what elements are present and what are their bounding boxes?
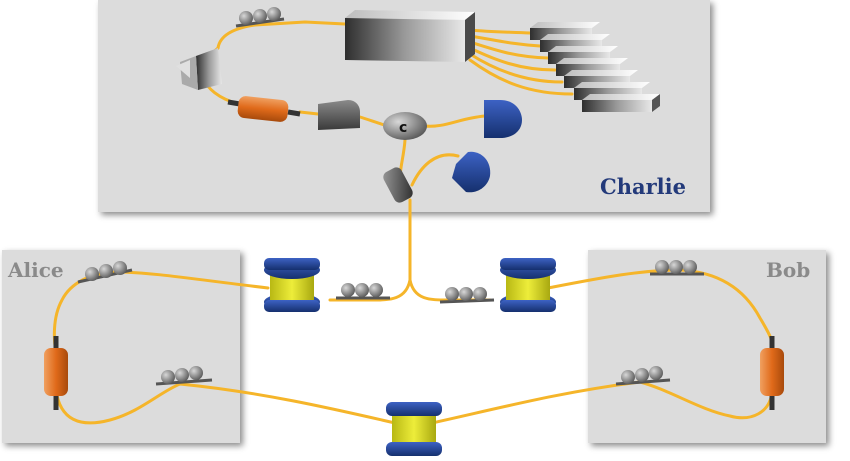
polarization-controller-icon-alice-bottom	[155, 366, 213, 386]
bob-panel	[588, 250, 826, 443]
fiber-alice-spool-out	[52, 270, 270, 354]
polarization-controller-icon-bob-top	[650, 260, 704, 276]
beam-splitter-icon	[383, 167, 413, 203]
polarization-controller-icon-alice-top	[77, 261, 133, 284]
phase-modulator-icon-alice	[44, 336, 68, 410]
fiber-alice-bottom	[54, 382, 397, 425]
polarization-controller-icon-center-right	[439, 287, 495, 304]
fiber-circ-det1	[423, 114, 487, 128]
single-photon-detector-icon	[484, 100, 522, 138]
alice-panel	[2, 250, 240, 443]
alice-label: Alice	[8, 258, 64, 282]
c-circulator-icon: c	[383, 112, 427, 140]
single-photon-detector-icon-2	[452, 151, 491, 193]
faraday-mirror-icon	[176, 48, 222, 90]
fiber-spool-icon-bottom	[386, 402, 442, 456]
fiber-charlie-top	[216, 20, 347, 50]
polarization-controller-icon-center-left	[336, 283, 390, 300]
fiber-coupler-det2	[410, 153, 460, 187]
fiber-mod-block	[298, 110, 320, 116]
fiber-bob-bottom	[430, 380, 774, 425]
fiber-spool-icon-bob	[500, 258, 556, 312]
phase-modulator-icon-bob	[760, 336, 784, 410]
polarization-controller-icon	[235, 7, 285, 28]
charlie-label: Charlie	[600, 174, 686, 199]
optical-switch-array-icon	[530, 22, 660, 112]
optical-fibers	[52, 20, 775, 425]
phase-modulator-icon	[227, 96, 301, 122]
fiber-to-bob-spool	[408, 278, 492, 302]
fiber-bob-spool-out	[546, 268, 775, 352]
svg-text:c: c	[399, 120, 407, 136]
polarization-controller-icon-bob-bottom	[615, 366, 671, 386]
attenuator-block-icon	[318, 100, 360, 130]
light-source-box-icon	[345, 10, 475, 62]
fiber-to-alice-spool	[328, 278, 412, 302]
bob-label: Bob	[766, 258, 811, 282]
fiber-spool-icon-alice	[264, 258, 320, 312]
